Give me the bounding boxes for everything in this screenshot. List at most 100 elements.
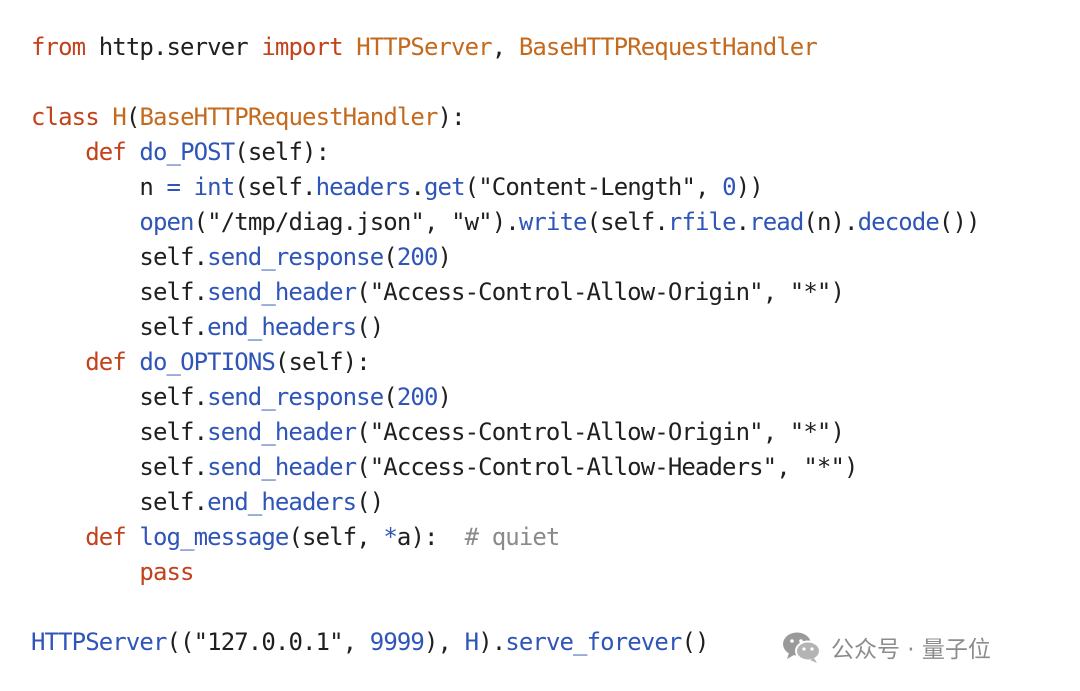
code-token: "*" [789,278,832,306]
code-token: "/tmp/diag.json" [207,208,425,236]
code-block: from http.server import HTTPServer, Base… [31,30,980,660]
code-token: () [681,628,709,656]
code-token: self. [31,488,208,516]
code-token: a): [396,523,465,551]
code-token: . [735,208,750,236]
code-token: (self. [234,173,316,201]
code-token: # quiet [464,523,561,551]
code-token: send_header [207,453,357,481]
code-token: rfile [667,208,737,236]
code-line: self.end_headers() [31,485,980,520]
code-token: "*" [803,453,845,481]
code-line: def log_message(self, *a): # quiet [31,520,980,555]
code-token: ( [193,208,208,236]
code-token: self. [31,383,208,411]
code-line: def do_OPTIONS(self): [31,345,980,380]
code-line: n = int(self.headers.get("Content-Length… [31,170,980,205]
code-token: , [491,33,519,61]
code-token: self. [31,278,208,306]
code-token [343,33,357,61]
code-token: self. [31,453,208,481]
code-line: self.send_header("Access-Control-Allow-H… [31,450,980,485]
code-token: self. [31,418,208,446]
code-token: , [695,173,723,201]
code-token: () [356,488,384,516]
code-token: "Access-Control-Allow-Headers" [369,453,777,481]
code-token: get [424,173,466,201]
code-token: = [166,173,181,201]
code-token: ). [491,208,520,236]
code-line: class H(BaseHTTPRequestHandler): [31,100,980,135]
code-line: self.send_header("Access-Control-Allow-O… [31,275,980,310]
code-line: from http.server import HTTPServer, Base… [31,30,980,65]
code-token: end_headers [207,488,357,516]
code-token: end_headers [207,313,357,341]
code-token: def [85,348,127,376]
code-token: , [762,278,790,306]
code-token: () [356,313,384,341]
code-token: "Content-Length" [478,173,696,201]
code-token: 9999 [369,628,425,656]
code-token: ) [830,278,845,306]
code-token: 200 [396,383,439,411]
code-token: send_header [207,418,357,446]
code-token: HTTPServer [31,628,167,656]
code-token: read [749,208,804,236]
watermark: 公众号 · 量子位 [781,630,991,664]
code-token: (self, [288,523,384,551]
code-token: ( [383,383,397,411]
code-token: (self): [234,138,330,166]
code-token [126,523,140,551]
code-line: def do_POST(self): [31,135,980,170]
code-token: int [193,173,236,201]
code-token: "Access-Control-Allow-Origin" [369,418,764,446]
code-token: (n). [803,208,858,236]
code-token: pass [139,558,194,586]
code-token [31,523,85,551]
code-token: do_OPTIONS [139,348,275,376]
code-token: (self): [274,348,371,376]
code-token [126,138,140,166]
code-line: pass [31,555,980,590]
code-token: ) [830,418,845,446]
code-token: n [31,173,167,201]
code-token: ( [125,103,140,131]
code-token: do_POST [139,138,235,166]
code-token: send_header [207,278,357,306]
code-token: , [776,453,804,481]
code-token [180,173,194,201]
code-token: log_message [139,523,289,551]
code-line: self.send_response(200) [31,380,980,415]
code-line: open("/tmp/diag.json", "w").write(self.r… [31,205,980,240]
code-line: self.send_header("Access-Control-Allow-O… [31,415,980,450]
code-token: H [112,103,126,131]
code-token: 200 [396,243,439,271]
code-token: serve_forever [505,628,682,656]
code-token: import [261,33,343,61]
code-token: * [383,523,397,551]
code-token: ( [356,418,370,446]
code-token: ()) [938,208,981,236]
code-token: self. [31,313,208,341]
code-token: ( [356,453,370,481]
code-token: ) [844,453,858,481]
code-token: ) [437,243,452,271]
code-token: http.server [85,33,262,61]
code-token: write [518,208,588,236]
code-token [31,558,139,586]
code-token [31,348,85,376]
code-token [126,348,140,376]
code-token: def [85,138,127,166]
code-token [99,103,113,131]
code-token: ): [437,103,466,131]
code-token: send_response [207,243,384,271]
code-token: def [85,523,127,551]
code-token: 0 [722,173,736,201]
code-line: self.send_response(200) [31,240,980,275]
code-token: ( [464,173,479,201]
wechat-icon [781,630,823,664]
code-token: headers [315,173,412,201]
code-token: )) [735,173,764,201]
code-token: , [762,418,790,446]
code-token: ) [437,383,452,411]
